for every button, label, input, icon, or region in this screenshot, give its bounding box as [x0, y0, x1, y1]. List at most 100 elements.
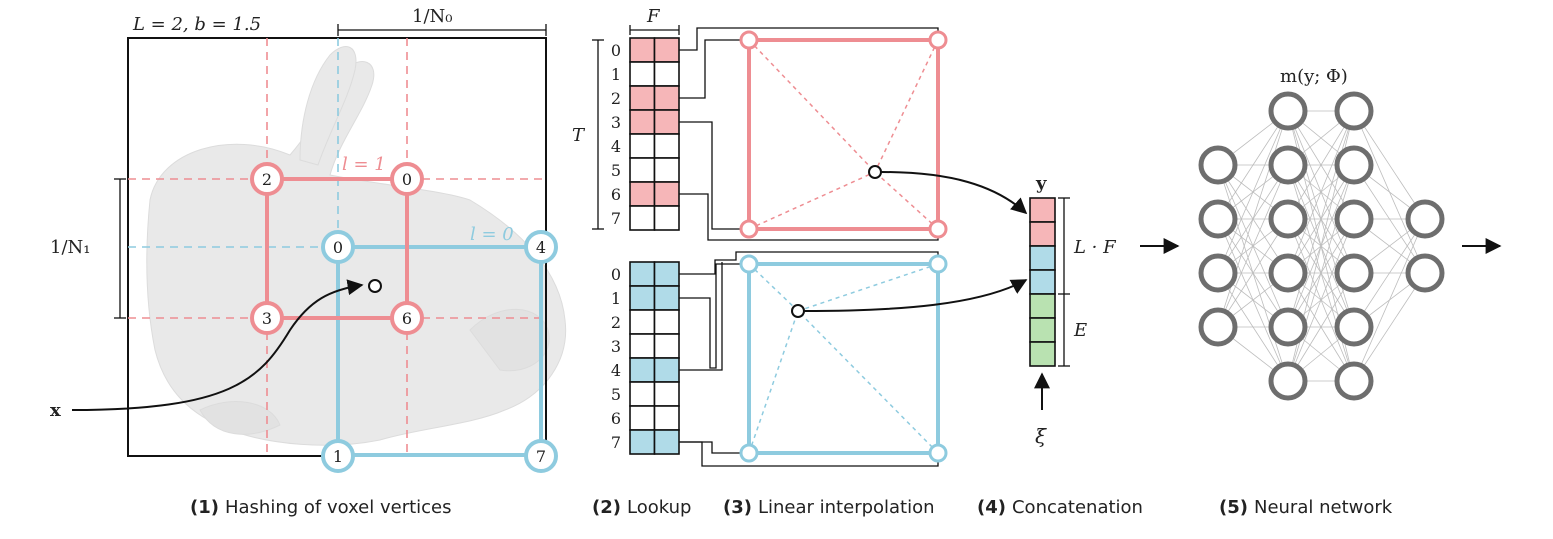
neuron — [1334, 145, 1374, 185]
neuron — [1268, 199, 1308, 239]
table-row: 1 — [611, 61, 680, 87]
vertex-node: 7 — [524, 439, 558, 473]
table-cell — [629, 109, 656, 135]
neuron — [1198, 199, 1238, 239]
params-label: L = 2, b = 1.5 — [132, 14, 261, 35]
bunny-image — [146, 46, 567, 446]
y-label: y — [1035, 173, 1047, 194]
table-row: 7 — [611, 429, 680, 455]
svg-text:3: 3 — [262, 309, 272, 328]
neuron — [1334, 253, 1374, 293]
xi-label: ξ — [1035, 424, 1047, 448]
table-cell — [629, 429, 656, 455]
table-cell — [629, 381, 656, 407]
table-row: 3 — [611, 109, 680, 135]
svg-text:0: 0 — [333, 238, 343, 257]
table-cell — [653, 157, 680, 183]
level0-grid-lines — [128, 38, 339, 248]
network-edge — [1217, 110, 1289, 220]
neuron — [1334, 199, 1374, 239]
table-row: 0 — [611, 261, 680, 287]
svg-text:4: 4 — [536, 238, 546, 257]
caption-interpolation: (3)Linear interpolation — [723, 497, 935, 518]
table-cell — [653, 61, 680, 87]
red-interp-square — [747, 38, 940, 231]
row-index: 4 — [611, 361, 621, 380]
row-index: 2 — [611, 89, 621, 108]
network-title: m(y; Φ) — [1280, 66, 1348, 87]
n0-dimension — [337, 24, 547, 36]
table-cell — [653, 181, 680, 207]
neuron — [1268, 253, 1308, 293]
row-index: 7 — [611, 209, 621, 228]
n0-label: 1/N₀ — [412, 6, 452, 27]
network-edge — [1353, 110, 1426, 220]
table-cell — [629, 309, 656, 335]
neuron — [1268, 307, 1308, 347]
n1-label: 1/N₁ — [50, 237, 90, 258]
row-index: 6 — [611, 185, 621, 204]
table-cell — [629, 61, 656, 87]
blue-square-corners — [739, 254, 948, 463]
panel-interpolation — [679, 27, 1028, 467]
vertex-node: 1 — [321, 439, 355, 473]
caption-network: (5)Neural network — [1219, 497, 1393, 518]
level0-cell — [336, 245, 543, 457]
caption-lookup: (2)Lookup — [592, 497, 692, 518]
network-edge — [1217, 110, 1289, 274]
table-row: 4 — [611, 357, 680, 383]
caption-concatenation: (4)Concatenation — [977, 497, 1143, 518]
table-row: 5 — [611, 157, 680, 183]
table-row: 5 — [611, 381, 680, 407]
network-edge — [1353, 272, 1426, 382]
n1-dimension — [114, 178, 126, 319]
table-cell — [653, 309, 680, 335]
red-lookup-connectors — [679, 27, 939, 241]
table-cell — [629, 181, 656, 207]
table-cell — [629, 205, 656, 231]
vector-cell — [1029, 197, 1056, 223]
network-edge — [1287, 272, 1355, 382]
neuron — [1334, 91, 1374, 131]
table-row: 3 — [611, 333, 680, 359]
f-label: F — [646, 6, 661, 27]
table-cell — [629, 261, 656, 287]
query-point — [368, 279, 382, 293]
svg-text:1: 1 — [333, 447, 343, 466]
t-label: T — [572, 125, 586, 146]
table-cell — [653, 285, 680, 311]
table-row: 7 — [611, 205, 680, 231]
table-cell — [653, 429, 680, 455]
caption-hashing: (1)Hashing of voxel vertices — [190, 497, 452, 518]
feature-vector — [1029, 197, 1056, 367]
row-index: 4 — [611, 137, 621, 156]
blue-interp-point — [791, 304, 805, 318]
table-row: 0 — [611, 37, 680, 63]
vector-cell — [1029, 221, 1056, 247]
lf-dimension — [1058, 197, 1070, 295]
e-label: E — [1073, 320, 1087, 341]
vertex-node: 0 — [390, 162, 424, 196]
vertex-node: 6 — [390, 301, 424, 335]
neuron — [1198, 307, 1238, 347]
svg-text:2: 2 — [262, 170, 272, 189]
svg-text:6: 6 — [402, 309, 412, 328]
vertex-node: 4 — [524, 230, 558, 264]
svg-text:0: 0 — [402, 170, 412, 189]
table-row: 2 — [611, 309, 680, 335]
table-row: 6 — [611, 405, 680, 431]
network-edge — [1217, 218, 1289, 328]
neuron — [1405, 199, 1445, 239]
table-row: 1 — [611, 285, 680, 311]
table-cell — [653, 405, 680, 431]
level1-label: l = 1 — [342, 154, 386, 175]
table-cell — [653, 261, 680, 287]
red-interp-point — [868, 165, 882, 179]
blue-interp-lines — [748, 263, 939, 454]
level1-vertices: 2 0 3 6 — [250, 162, 424, 335]
input-arrow — [71, 279, 364, 411]
row-index: 3 — [611, 337, 621, 356]
row-index: 5 — [611, 161, 621, 180]
table-cell — [629, 85, 656, 111]
